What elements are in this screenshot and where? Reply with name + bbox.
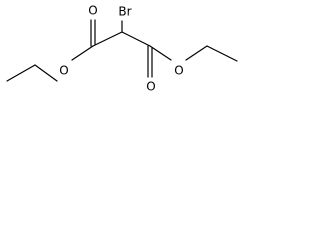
atom-label-ester-oxygen-left: O [59, 64, 68, 78]
atom-label-carbonyl-oxygen-right: O [146, 80, 155, 94]
bond-ch2-ch3-left [6, 64, 36, 82]
atom-label-bromine: Br [118, 5, 131, 19]
atom-label-ester-oxygen-right: O [174, 64, 183, 78]
bond-cleft-calpha [92, 31, 123, 47]
bond-cleft-oester [71, 45, 94, 61]
bond-ch2-ch3-right [206, 45, 238, 62]
bond-oester-ch2-left [34, 64, 58, 82]
diethyl-bromomalonate-structure: Br O O O O [6, 4, 238, 94]
atom-label-carbonyl-oxygen-left: O [88, 4, 97, 18]
bond-cright-oester [149, 45, 172, 61]
bond-calpha-cright [121, 31, 151, 47]
bond-oester-ch2-right [185, 45, 208, 61]
